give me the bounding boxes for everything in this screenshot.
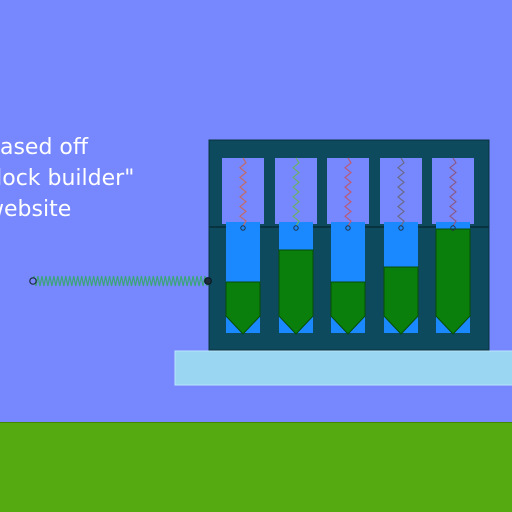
spring-anchor-3 xyxy=(345,225,351,231)
lock-mechanism xyxy=(208,139,490,351)
credit-line-3: website xyxy=(0,197,72,222)
key-pin-3[interactable] xyxy=(330,281,366,335)
key-pin-1[interactable] xyxy=(225,281,261,335)
pin-spring-4 xyxy=(397,157,405,227)
spring-anchor-1 xyxy=(240,225,246,231)
upper-chamber-4 xyxy=(380,158,422,224)
tension-spring-hook[interactable] xyxy=(204,277,212,285)
credit-note: based off "lock builder" website xyxy=(0,132,134,225)
key-pin-2[interactable] xyxy=(278,249,314,335)
upper-chamber-1 xyxy=(222,158,264,224)
pin-spring-2 xyxy=(292,157,300,227)
lock-shelf-platform xyxy=(174,350,512,386)
credit-line-2: "lock builder" xyxy=(0,166,135,191)
spring-anchor-2 xyxy=(293,225,299,231)
pin-spring-1 xyxy=(239,157,247,227)
spring-anchor-4 xyxy=(398,225,404,231)
pin-spring-5 xyxy=(449,157,457,227)
key-pin-5[interactable] xyxy=(435,228,471,335)
tension-spring[interactable] xyxy=(29,275,212,287)
upper-chamber-5 xyxy=(432,158,474,224)
tension-spring-anchor[interactable] xyxy=(29,277,37,285)
upper-chamber-3 xyxy=(327,158,369,224)
credit-line-1: based off xyxy=(0,135,89,160)
ground xyxy=(0,422,512,512)
upper-chamber-2 xyxy=(275,158,317,224)
tension-spring-coil xyxy=(32,275,209,287)
pin-spring-3 xyxy=(344,157,352,227)
spring-anchor-5 xyxy=(450,225,456,231)
key-pin-4[interactable] xyxy=(383,266,419,335)
